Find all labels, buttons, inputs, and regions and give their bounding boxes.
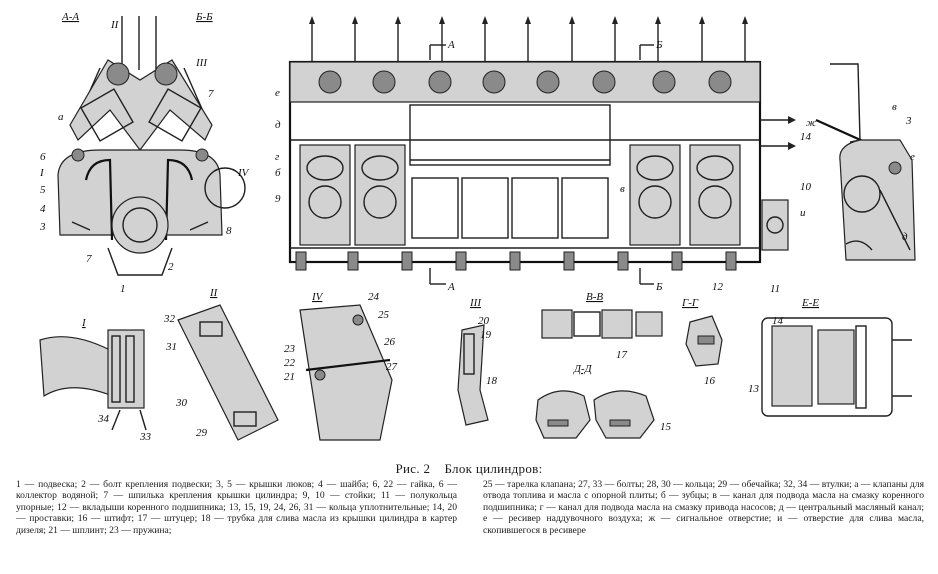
label-10-main: 10	[800, 181, 812, 193]
detail-label-iv: IV	[311, 291, 324, 303]
cut-label-b-top: Б	[655, 39, 663, 51]
section-dd-view: Д-Д 15	[535, 363, 672, 439]
label-11-main: 11	[770, 283, 780, 295]
label-5-aa: 5	[40, 184, 46, 196]
section-gg-view: Г-Г 16	[681, 297, 723, 387]
label-14-main: 14	[800, 131, 812, 143]
section-vv-view: В-В 17	[541, 291, 663, 361]
section-ee-view: Е-Е 14 13	[748, 297, 912, 417]
label-6-aa: 6	[40, 151, 46, 163]
label-d-receiver: д	[902, 231, 908, 243]
legend-left-column: 1 — подвеска; 2 — болт крепления подвеск…	[16, 479, 457, 536]
label-21: 21	[284, 371, 295, 383]
cut-label-b-bottom: Б	[655, 281, 663, 293]
label-e-main: е	[275, 87, 280, 99]
legend-right-column: 25 — тарелка клапана; 27, 33 — болты; 28…	[483, 479, 924, 536]
receiver-detail-view: ж в 3 е д	[806, 63, 916, 261]
detail-iii-view: III 20 19 18	[457, 297, 498, 426]
label-29: 29	[196, 427, 208, 439]
caption-title: Блок цилиндров:	[444, 461, 543, 476]
label-24: 24	[368, 291, 380, 303]
label-7-aa: 7	[208, 88, 214, 100]
label-e-receiver: е	[910, 151, 915, 163]
label-25: 25	[378, 309, 390, 321]
section-aa-bb-view: А-А Б-Б II III а 7 6 I 5 4 3 IV	[39, 11, 250, 295]
label-31: 31	[165, 341, 177, 353]
label-3-roman: III	[195, 57, 208, 69]
detail-label-i: I	[81, 317, 87, 329]
label-14-ee: 14	[772, 315, 784, 327]
label-d-main: д	[275, 119, 281, 131]
main-longitudinal-view: А Б А Б е д г б 9 14 10 и в 12 11	[275, 16, 812, 295]
label-26: 26	[384, 336, 396, 348]
label-8-aa: 8	[226, 225, 232, 237]
label-a-letter: а	[58, 111, 64, 123]
label-1-roman: I	[39, 167, 45, 179]
cut-label-a-top: А	[447, 39, 455, 51]
label-15: 15	[660, 421, 672, 433]
detail-ii-view: II 32 31 30 29	[163, 287, 279, 441]
label-3-aa: 3	[39, 221, 46, 233]
section-label-dd: Д-Д	[573, 363, 593, 375]
label-g-main: г	[275, 151, 280, 163]
label-12-main: 12	[712, 281, 724, 293]
label-7-bottom: 7	[86, 253, 92, 265]
figure-caption: Рис. 2 Блок цилиндров:	[0, 461, 938, 477]
label-2-bottom: 2	[168, 261, 174, 273]
caption-number: Рис. 2	[395, 461, 431, 476]
label-3-receiver: 3	[905, 115, 912, 127]
label-16: 16	[704, 375, 716, 387]
label-23: 23	[284, 343, 296, 355]
section-label-vv: В-В	[586, 291, 603, 303]
label-27: 27	[386, 361, 398, 373]
label-v-main: в	[620, 183, 625, 195]
detail-label-iii: III	[469, 297, 482, 309]
section-label-aa: А-А	[61, 11, 79, 23]
label-1-bottom: 1	[120, 283, 126, 295]
detail-iv-view: IV 24 25 26 27 23 22 21	[284, 291, 398, 441]
label-2-top: II	[110, 19, 120, 31]
cut-label-a-bottom: А	[447, 281, 455, 293]
label-i-main: и	[800, 207, 806, 219]
label-v-receiver: в	[892, 101, 897, 113]
label-4-aa: 4	[40, 203, 46, 215]
label-19: 19	[480, 329, 492, 341]
label-20: 20	[478, 315, 490, 327]
label-13: 13	[748, 383, 760, 395]
label-33-i: 33	[139, 431, 152, 443]
label-18: 18	[486, 375, 498, 387]
legend: 1 — подвеска; 2 — болт крепления подвеск…	[16, 479, 924, 571]
cylinder-block-drawing: А-А Б-Б II III а 7 6 I 5 4 3 IV	[39, 11, 916, 443]
label-32: 32	[163, 313, 176, 325]
section-label-ee: Е-Е	[801, 297, 819, 309]
label-22: 22	[284, 357, 296, 369]
label-34: 34	[97, 413, 110, 425]
label-zh: ж	[806, 117, 817, 129]
section-label-gg: Г-Г	[681, 297, 699, 309]
detail-label-ii: II	[209, 287, 219, 299]
label-30: 30	[175, 397, 188, 409]
label-4-roman: IV	[237, 167, 250, 179]
label-17: 17	[616, 349, 628, 361]
detail-i-view: I 34 33	[39, 317, 152, 443]
label-9-main: 9	[275, 193, 281, 205]
label-b-main: б	[275, 167, 281, 179]
section-label-bb: Б-Б	[195, 11, 213, 23]
